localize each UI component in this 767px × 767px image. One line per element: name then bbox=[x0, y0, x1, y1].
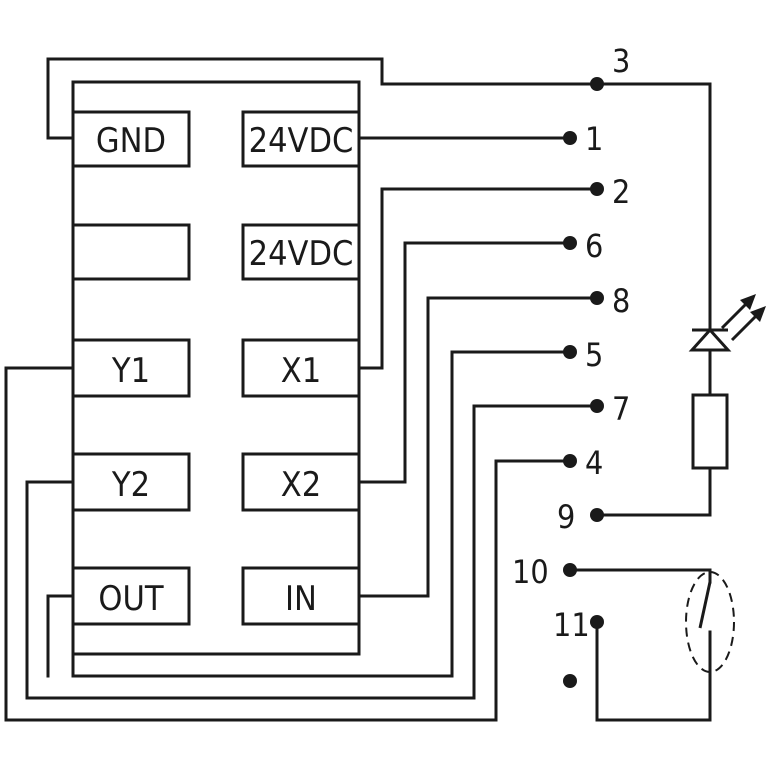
wire-x2 bbox=[357, 241, 572, 484]
terminal-dot-10 bbox=[563, 563, 577, 577]
terminal-24vdc-1: 24VDC bbox=[241, 110, 361, 168]
terminal-dot-11 bbox=[590, 615, 604, 629]
terminal-x1: X1 bbox=[241, 338, 361, 398]
terminal-label-out: OUT bbox=[98, 579, 163, 619]
terminal-label-y2: Y2 bbox=[111, 465, 150, 505]
led-icon bbox=[688, 294, 766, 352]
terminal-dot-8 bbox=[590, 291, 604, 305]
wire-gnd bbox=[46, 57, 599, 140]
wire-10 bbox=[568, 568, 712, 584]
terminal-label-24vdc-2: 24VDC bbox=[249, 234, 354, 274]
terminal-label-24vdc-1: 24VDC bbox=[249, 121, 354, 161]
terminal-label-y1: Y1 bbox=[111, 351, 150, 391]
terminal-in: IN bbox=[241, 566, 361, 626]
wire-in bbox=[357, 296, 599, 598]
terminal-y2: Y2 bbox=[71, 452, 191, 512]
terminal-out: OUT bbox=[71, 566, 191, 626]
terminal-number-7: 7 bbox=[612, 390, 630, 428]
terminal-dot-2 bbox=[590, 182, 604, 196]
terminal-dot-3 bbox=[590, 77, 604, 91]
wire-resistor-9 bbox=[595, 466, 712, 517]
terminal-number-11: 11 bbox=[553, 606, 590, 644]
terminal-number-4: 4 bbox=[585, 444, 603, 482]
terminal-dot-7 bbox=[590, 399, 604, 413]
wire-out bbox=[46, 594, 75, 678]
terminal-number-3: 3 bbox=[612, 42, 630, 80]
terminal-x2: X2 bbox=[241, 452, 361, 512]
terminal-label-x1: X1 bbox=[281, 351, 321, 391]
resistor-icon bbox=[691, 393, 729, 470]
wire-5 bbox=[71, 350, 572, 678]
terminal-label-in: IN bbox=[285, 579, 317, 619]
terminal-number-1: 1 bbox=[585, 120, 603, 158]
terminal-number-2: 2 bbox=[612, 173, 630, 211]
terminal-label-gnd: GND bbox=[96, 121, 166, 161]
terminal-y1: Y1 bbox=[71, 338, 191, 398]
terminal-dot-4 bbox=[563, 454, 577, 468]
terminal-dot-5 bbox=[563, 345, 577, 359]
terminal-dot-6 bbox=[563, 236, 577, 250]
terminal-number-6: 6 bbox=[585, 227, 603, 265]
wire-y2-7 bbox=[25, 404, 599, 700]
terminal-dot-1 bbox=[563, 131, 577, 145]
terminal-blank bbox=[71, 223, 191, 281]
terminal-number-9: 9 bbox=[557, 498, 575, 536]
switch-icon bbox=[685, 571, 735, 673]
wire-y1 bbox=[4, 366, 572, 722]
terminal-gnd: GND bbox=[71, 110, 191, 168]
wire-x1 bbox=[357, 187, 599, 370]
terminal-dot-9 bbox=[590, 508, 604, 522]
terminal-number-8: 8 bbox=[612, 282, 630, 320]
terminal-label-x2: X2 bbox=[281, 465, 321, 505]
wire-led-loop bbox=[595, 82, 712, 332]
terminal-number-5: 5 bbox=[585, 336, 603, 374]
wire-11 bbox=[595, 620, 712, 722]
terminal-24vdc-2: 24VDC bbox=[241, 223, 361, 281]
terminal-dot-12 bbox=[563, 674, 577, 688]
terminal-number-10: 10 bbox=[512, 553, 549, 591]
